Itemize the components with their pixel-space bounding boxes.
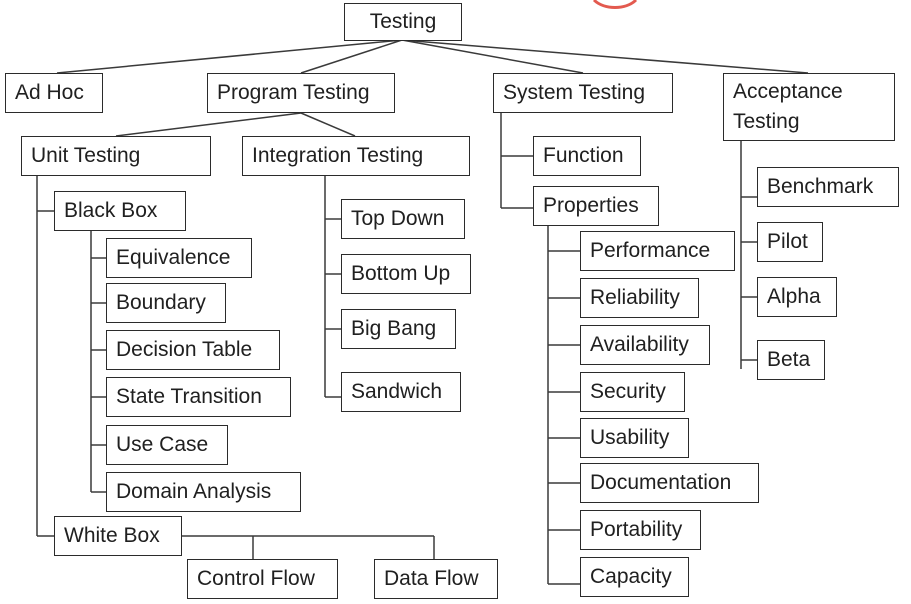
node-alpha: Alpha (757, 277, 837, 317)
connector-program-unit (115, 112, 302, 137)
node-portability: Portability (580, 510, 701, 550)
node-properties: Properties (533, 186, 659, 226)
node-capacity: Capacity (580, 557, 689, 597)
node-testing: Testing (344, 3, 462, 41)
decorative-red-mark (592, 0, 638, 9)
node-integration-testing: Integration Testing (242, 136, 470, 176)
node-bottom-up: Bottom Up (341, 254, 471, 294)
node-use-case: Use Case (106, 425, 228, 465)
node-top-down: Top Down (341, 199, 465, 239)
node-function: Function (533, 136, 641, 176)
node-domain-analysis: Domain Analysis (106, 472, 301, 512)
node-black-box: Black Box (54, 191, 186, 231)
node-benchmark: Benchmark (757, 167, 899, 207)
node-security: Security (580, 372, 685, 412)
node-unit-testing: Unit Testing (21, 136, 211, 176)
node-decision-table: Decision Table (106, 330, 280, 370)
node-equivalence: Equivalence (106, 238, 252, 278)
connector-program-integration (300, 112, 356, 137)
connector-testing-program (300, 39, 403, 74)
node-sandwich: Sandwich (341, 372, 461, 412)
node-beta: Beta (757, 340, 825, 380)
node-system-testing: System Testing (493, 73, 673, 113)
connector-testing-acceptance (401, 39, 809, 74)
node-acceptance-testing: Acceptance Testing (723, 73, 895, 141)
node-state-transition: State Transition (106, 377, 291, 417)
node-data-flow: Data Flow (374, 559, 498, 599)
node-documentation: Documentation (580, 463, 759, 503)
node-pilot: Pilot (757, 222, 823, 262)
node-ad-hoc: Ad Hoc (5, 73, 103, 113)
connector-testing-system (401, 39, 584, 74)
node-usability: Usability (580, 418, 689, 458)
node-boundary: Boundary (106, 283, 226, 323)
node-availability: Availability (580, 325, 710, 365)
connector-testing-adhoc (56, 39, 403, 74)
node-program-testing: Program Testing (207, 73, 395, 113)
node-performance: Performance (580, 231, 735, 271)
node-white-box: White Box (54, 516, 182, 556)
node-control-flow: Control Flow (187, 559, 338, 599)
node-big-bang: Big Bang (341, 309, 456, 349)
node-reliability: Reliability (580, 278, 699, 318)
